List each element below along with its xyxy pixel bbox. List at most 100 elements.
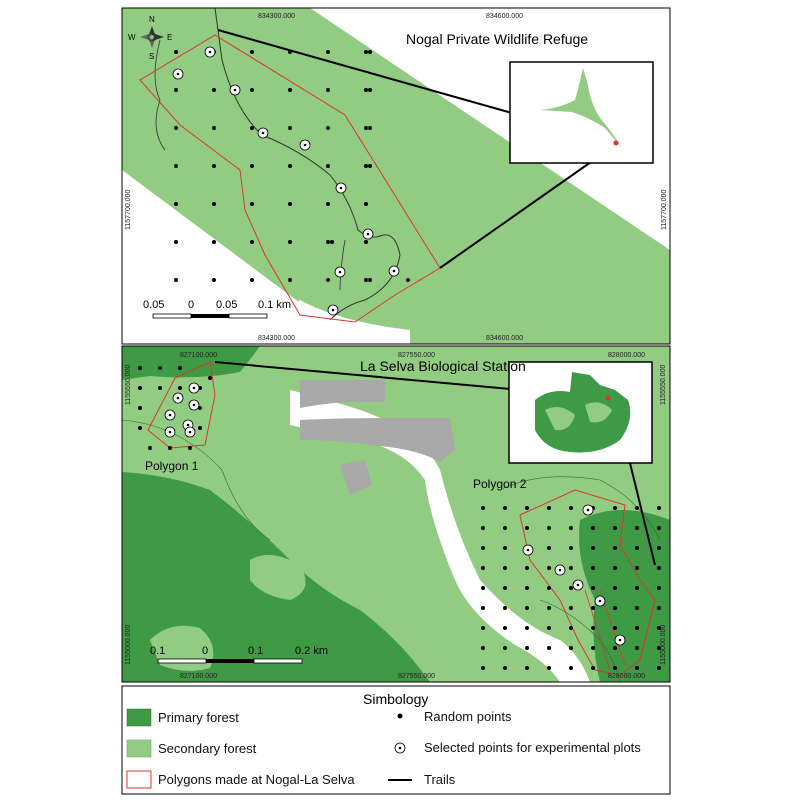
nogal-random-point <box>368 164 372 168</box>
laselva-selected-point-center <box>526 548 530 552</box>
legend-polygon-swatch <box>126 770 152 789</box>
laselva-random-point <box>547 606 551 610</box>
laselva-random-point <box>657 566 661 570</box>
laselva-random-point <box>481 666 485 670</box>
laselva-random-point <box>503 526 507 530</box>
laselva-random-point <box>569 626 573 630</box>
legend-random-label: Random points <box>424 709 512 724</box>
nogal-scale-tick-4: 0.1 km <box>258 299 291 311</box>
nogal-selected-point-center <box>392 269 396 273</box>
laselva-random-point <box>613 606 617 610</box>
laselva-coord-bottom-2: 827550.000 <box>398 673 435 680</box>
nogal-selected-point-center <box>233 88 237 92</box>
laselva-scale-tick-1: 0.1 <box>150 645 165 657</box>
nogal-random-point <box>326 126 330 130</box>
nogal-random-point <box>174 202 178 206</box>
laselva-random-point <box>613 546 617 550</box>
laselva-random-point <box>525 566 529 570</box>
nogal-random-point <box>174 50 178 54</box>
laselva-random-point <box>657 586 661 590</box>
laselva-random-point <box>481 506 485 510</box>
laselva-random-point <box>657 526 661 530</box>
laselva-random-point <box>613 586 617 590</box>
nogal-random-point <box>250 50 254 54</box>
nogal-scale-bar: 0.05 0 0.05 0.1 km <box>143 299 291 319</box>
laselva-random-point <box>525 666 529 670</box>
legend-selected-label: Selected points for experimental plots <box>424 740 641 755</box>
laselva-random-point <box>178 366 182 370</box>
laselva-random-point <box>569 666 573 670</box>
laselva-random-point <box>591 626 595 630</box>
laselva-random-point <box>503 606 507 610</box>
nogal-random-point <box>368 88 372 92</box>
nogal-random-point <box>174 126 178 130</box>
nogal-scale-tick-1: 0.05 <box>143 299 164 311</box>
legend-primary-label: Primary forest <box>158 710 239 725</box>
laselva-random-point <box>547 506 551 510</box>
nogal-secondary-forest <box>122 8 670 344</box>
laselva-random-point <box>613 666 617 670</box>
nogal-random-point <box>250 88 254 92</box>
nogal-random-point <box>212 240 216 244</box>
laselva-random-point <box>525 606 529 610</box>
compass-s: S <box>149 52 154 61</box>
laselva-random-point <box>635 606 639 610</box>
laselva-random-point <box>198 426 202 430</box>
nogal-random-point <box>288 202 292 206</box>
nogal-random-point <box>364 202 368 206</box>
nogal-coord-top-2: 834600.000 <box>486 13 523 20</box>
compass-w: W <box>128 33 136 42</box>
nogal-random-point <box>326 278 330 282</box>
laselva-random-point <box>591 666 595 670</box>
nogal-selected-point-center <box>331 308 335 312</box>
nogal-random-point <box>326 240 330 244</box>
laselva-scale-tick-3: 0.1 <box>248 645 263 657</box>
laselva-random-point <box>569 606 573 610</box>
laselva-random-point <box>657 666 661 670</box>
nogal-random-point <box>174 278 178 282</box>
laselva-random-point <box>208 376 212 380</box>
laselva-coord-left-1: 1155550.000 <box>125 365 132 405</box>
nogal-selected-point-center <box>303 143 307 147</box>
laselva-random-point <box>481 566 485 570</box>
laselva-random-point <box>657 626 661 630</box>
nogal-random-point <box>250 164 254 168</box>
laselva-random-point <box>525 626 529 630</box>
laselva-coord-top-2: 827550.000 <box>398 352 435 359</box>
laselva-grey-area <box>300 380 385 408</box>
nogal-title: Nogal Private Wildlife Refuge <box>406 31 588 47</box>
laselva-random-point <box>657 646 661 650</box>
laselva-random-point <box>657 606 661 610</box>
laselva-selected-point-center <box>168 413 172 417</box>
laselva-random-point <box>481 626 485 630</box>
laselva-random-point <box>591 546 595 550</box>
nogal-random-point <box>326 50 330 54</box>
nogal-scale-tick-2: 0 <box>188 299 194 311</box>
nogal-random-point <box>364 164 368 168</box>
laselva-selected-point-center <box>192 386 196 390</box>
laselva-selected-point-center <box>618 638 622 642</box>
laselva-random-point <box>148 446 152 450</box>
laselva-river <box>290 390 590 682</box>
nogal-random-point <box>368 126 372 130</box>
compass-rose: N S E W <box>128 15 172 61</box>
laselva-selected-point-center <box>586 508 590 512</box>
legend: Simbology Primary forest Secondary fores… <box>121 685 671 795</box>
laselva-random-point <box>569 586 573 590</box>
nogal-random-point <box>364 240 368 244</box>
laselva-random-point <box>138 386 142 390</box>
laselva-title: La Selva Biological Station <box>360 358 526 374</box>
laselva-polygon-2 <box>519 489 656 676</box>
nogal-random-point <box>326 88 330 92</box>
laselva-random-point <box>635 546 639 550</box>
nogal-random-point <box>212 202 216 206</box>
laselva-selected-points <box>164 382 626 646</box>
laselva-scale-tick-2: 0 <box>202 645 208 657</box>
laselva-random-point <box>481 646 485 650</box>
nogal-random-point <box>250 240 254 244</box>
laselva-random-point <box>547 646 551 650</box>
nogal-selected-point-center <box>208 50 212 54</box>
nogal-random-point <box>174 88 178 92</box>
nogal-selected-point-center <box>339 186 343 190</box>
laselva-random-point <box>481 546 485 550</box>
